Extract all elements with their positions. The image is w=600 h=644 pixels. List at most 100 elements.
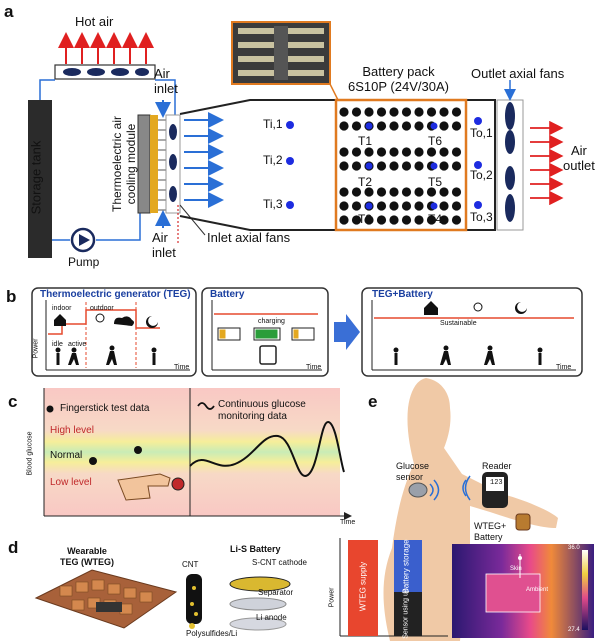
active-label: active — [68, 341, 87, 348]
panel-d-diagram — [34, 569, 291, 631]
thermal-max: 36.0 — [568, 545, 580, 551]
thermal-skin: Skin — [510, 566, 522, 572]
battery-cell — [414, 187, 424, 197]
battery-cell — [351, 161, 362, 171]
glucose-axis-label: Blood glucose — [26, 431, 34, 476]
combo-time-label: Time — [556, 364, 572, 371]
battery-cell — [451, 161, 462, 171]
battery-cell — [401, 201, 412, 211]
fingerstick-point — [89, 457, 97, 465]
thermocouple-point — [365, 202, 373, 210]
battery-cell — [439, 147, 449, 157]
battery-cell — [376, 147, 387, 157]
battery-cell — [389, 121, 399, 131]
low-level-label: Low level — [50, 477, 92, 488]
thermocouple-point — [430, 162, 438, 170]
lis-label: Li-S Battery — [230, 544, 281, 554]
panel-c-chart — [43, 388, 352, 520]
normal-label: Normal — [50, 450, 83, 461]
panel-a-letter: a — [4, 2, 14, 21]
thermocouple-point — [365, 162, 373, 170]
panel-e-letter: e — [368, 392, 378, 411]
battery-cell — [401, 147, 412, 157]
c-time-label: Time — [340, 519, 356, 526]
thermal-ambient: Ambient — [526, 587, 549, 593]
battery-cell — [451, 107, 462, 117]
battery-cell — [351, 147, 362, 157]
indoor-label: indoor — [52, 305, 72, 312]
fingerstick-point — [134, 446, 142, 454]
battery-cell — [376, 215, 387, 225]
idle-label: idle — [52, 341, 63, 348]
battery-cell — [426, 107, 437, 117]
battery-cell — [339, 107, 349, 117]
outlet-icon — [259, 345, 277, 365]
storage-tank-shape — [28, 100, 52, 258]
battery-cell — [339, 161, 349, 171]
cgm-curve — [189, 420, 345, 478]
battery-cell — [376, 107, 387, 117]
battery-cell — [426, 187, 437, 197]
battery-cell — [451, 201, 462, 211]
battery-cell — [339, 147, 349, 157]
battery-cell — [401, 187, 412, 197]
battery-cell — [414, 121, 424, 131]
battery-cell — [414, 215, 424, 225]
battery-cell — [389, 201, 399, 211]
ti2-label: Ti,2 — [263, 153, 283, 167]
reader-label: Reader — [482, 461, 512, 471]
battery-pack-box — [334, 98, 468, 232]
to1-label: To,1 — [470, 126, 493, 140]
battery-time-label: Time — [306, 364, 322, 371]
battery-cell — [364, 215, 374, 225]
battery-cell — [389, 161, 399, 171]
battery-cell — [414, 201, 424, 211]
teg-power-label: Power — [32, 338, 40, 359]
sensor-using-label: Sensor using up — [402, 588, 410, 639]
battery-cell — [339, 201, 349, 211]
t6-label: T6 — [428, 134, 443, 148]
polysulfides-label: Polysulfides/Li — [186, 629, 238, 638]
cloud-icon — [114, 316, 134, 326]
battery-cell — [376, 121, 387, 131]
panel-c-letter: c — [8, 392, 18, 411]
battery-cell — [364, 107, 374, 117]
to3-label: To,3 — [470, 210, 493, 224]
battery-cell — [451, 147, 462, 157]
sustainable-label: Sustainable — [440, 320, 477, 327]
thermal-min: 27.4 — [568, 627, 580, 633]
battery-cell — [451, 187, 462, 197]
battery-cell — [364, 187, 374, 197]
battery-cell — [439, 187, 449, 197]
battery-cell — [451, 121, 462, 131]
battery-cell — [376, 161, 387, 171]
battery-cell — [401, 107, 412, 117]
house-icon — [54, 314, 66, 326]
pump-label: Pump — [68, 255, 100, 269]
battery-cell — [376, 187, 387, 197]
ti3-label: Ti,3 — [263, 197, 283, 211]
battery-cell — [389, 107, 399, 117]
teg-time-label: Time — [174, 364, 190, 371]
battery-cell — [414, 161, 424, 171]
e-power-label: Power — [328, 587, 336, 608]
charging-label: charging — [258, 318, 285, 325]
battery-cell — [389, 215, 399, 225]
battery-cell — [401, 215, 412, 225]
separator-label: Separator — [258, 588, 294, 597]
t2-label: T2 — [358, 175, 373, 189]
battery-cell — [414, 107, 424, 117]
battery-cell — [339, 187, 349, 197]
reader-value: 123 — [490, 479, 503, 487]
wteg-supply-label: WTEG supply — [358, 561, 368, 612]
battery-cell — [414, 147, 424, 157]
moon-icon — [146, 316, 158, 328]
battery-cell — [389, 147, 399, 157]
panel-d-letter: d — [8, 538, 19, 557]
thermocouple-point — [365, 122, 373, 130]
battery-cell — [401, 161, 412, 171]
